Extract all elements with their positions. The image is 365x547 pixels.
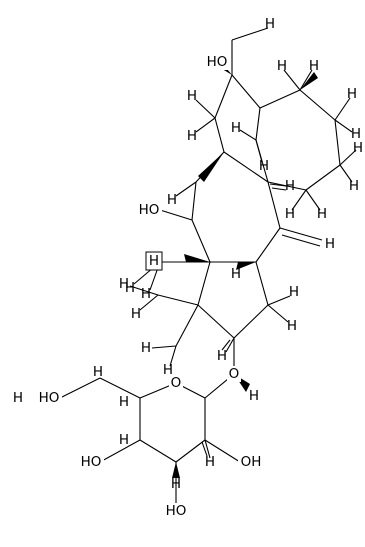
hydrogen-label: H bbox=[93, 364, 103, 380]
hydrogen-label: H bbox=[131, 306, 141, 322]
hydrogen-label: H bbox=[141, 286, 151, 302]
hydrogen-label: H bbox=[119, 276, 129, 292]
sugar-hydroxyl-label: OH bbox=[241, 454, 262, 470]
hydrogen-label: H bbox=[351, 126, 361, 142]
hydrogen-label: H bbox=[353, 140, 363, 156]
hydrogen-label: H bbox=[265, 16, 275, 32]
hydrogen-label: H bbox=[289, 284, 299, 300]
hydrogen-label: H bbox=[141, 340, 151, 356]
hydrogen-label: H bbox=[249, 388, 259, 404]
hydrogen-label: H bbox=[163, 362, 173, 378]
hydrogen-label: H bbox=[187, 88, 197, 104]
hydrogen-label: H bbox=[347, 86, 357, 102]
hydrogen-label: H bbox=[125, 280, 135, 296]
hydrogen-label: H bbox=[217, 348, 227, 364]
hydrogen-label: H bbox=[259, 158, 269, 174]
hydrogen-label: H bbox=[167, 192, 177, 208]
stereo-bonds bbox=[172, 58, 318, 478]
hydrogen-label: H bbox=[171, 476, 181, 492]
hydrogen-label: H bbox=[309, 58, 319, 74]
carbon-skeleton bbox=[59, 27, 357, 505]
hydrogen-label: H bbox=[205, 454, 215, 470]
hydrogen-label: H bbox=[325, 236, 335, 252]
hydrogen-label: H bbox=[13, 390, 23, 406]
hydrogen-label: H bbox=[287, 318, 297, 334]
hydrogen-label: H bbox=[187, 128, 197, 144]
hydrogen-label: H bbox=[119, 394, 129, 410]
hydrogen-label: H bbox=[231, 266, 241, 282]
stereo-hydrogen-label: H bbox=[149, 253, 159, 269]
sugar-hydroxyl-label: HO bbox=[81, 454, 102, 470]
atom-labels: HO HO O O HO HO OH HO H H H H H H H H H … bbox=[13, 16, 363, 519]
hydroxyl-label: HO bbox=[207, 54, 228, 70]
hydrogen-label: H bbox=[349, 178, 359, 194]
hydroxyl-label: HO bbox=[139, 202, 160, 218]
hydrogen-label: H bbox=[277, 58, 287, 74]
ring-oxygen-label: O bbox=[171, 375, 182, 391]
hydrogen-label: H bbox=[285, 206, 295, 222]
glycosidic-oxygen-label: O bbox=[229, 366, 240, 382]
hydrogen-label: H bbox=[285, 178, 295, 194]
hydrogen-label: H bbox=[119, 432, 129, 448]
primary-hydroxyl-label: HO bbox=[39, 390, 60, 406]
sugar-hydroxyl-label: HO bbox=[166, 503, 187, 519]
hydrogen-label: H bbox=[317, 206, 327, 222]
hydrogen-label: H bbox=[231, 120, 241, 136]
